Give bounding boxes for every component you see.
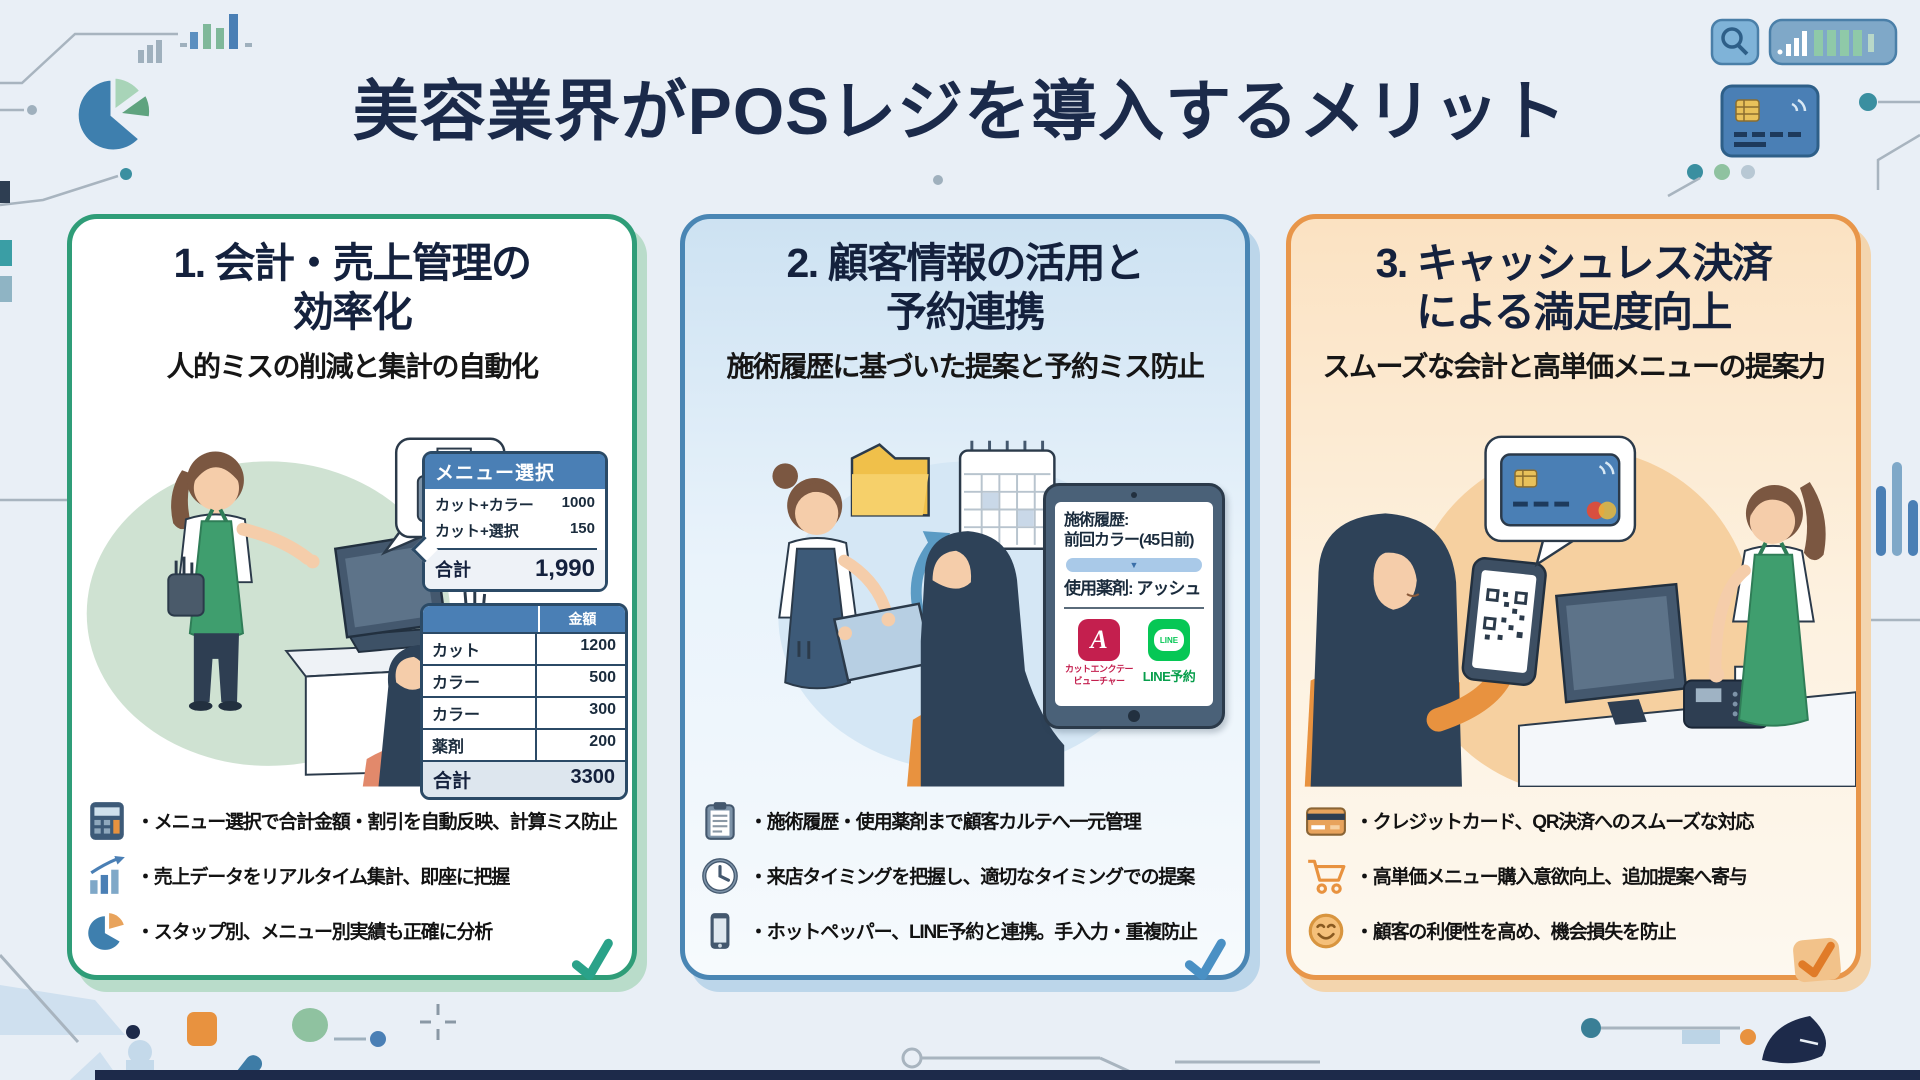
calculator-icon (90, 801, 124, 840)
customer-figure (907, 531, 1065, 787)
card2-title: 2. 顧客情報の活用と 予約連携 (786, 240, 1145, 336)
table-row: カット 1200 (423, 632, 625, 664)
menu-selection-popup: メニュー選択 カット+カラー 1000 カット+選択 150 合計 1,990 (422, 451, 608, 592)
card2-subtitle: 施術履歴に基づいた提案と予約ミス防止 (726, 351, 1205, 383)
tablet-screen: 施術履歴: 前回カラー(45日前) ▼ 使用薬剤: アッシュ A カットエンクテ… (1055, 502, 1213, 706)
credit-card-bubble (1484, 435, 1637, 568)
line-booking-app[interactable]: LINE LINE予約 (1134, 619, 1204, 685)
card3-subtitle: スムーズな会計と高単価メニューの提案力 (1322, 351, 1826, 383)
brushstroke-decoration (226, 1055, 263, 1080)
hotpepper-icon: A (1078, 619, 1120, 662)
card-cashless-payment: 3. キャッシュレス決済 による満足度向上 スムーズな会計と高単価メニューの提案… (1286, 214, 1861, 983)
sales-chart-icon (90, 855, 125, 894)
card-customer-data: 2. 顧客情報の活用と 予約連携 施術履歴に基づいた提案と予約ミス防止 (680, 214, 1250, 980)
stylist-figure (167, 451, 320, 711)
credit-card-icon (1306, 806, 1346, 836)
line-icon: LINE (1148, 619, 1190, 662)
card1-bullets: ・メニュー選択で合計金額・割引を自動反映、計算ミス防止 ・売上データをリアルタイ… (86, 793, 624, 958)
treatment-history-label: 施術履歴: (1064, 512, 1129, 529)
menu-popup-row: カット+選択 150 (425, 515, 605, 541)
pos-monitor (1554, 582, 1688, 725)
qr-code (1482, 588, 1529, 641)
table-row: カラー 500 (423, 664, 625, 696)
table-row: 薬剤 200 (423, 728, 625, 760)
tablet-camera-dot (1131, 492, 1137, 498)
card2-bullets: ・施術履歴・使用薬剤まで顧客カルテへ一元管理 ・来店タイミングを把握し、適切なタ… (699, 793, 1237, 958)
hotpepper-app[interactable]: A カットエンクテー ビューチャー (1064, 619, 1134, 687)
cart-icon (1308, 859, 1346, 894)
list-item: ・売上データをリアルタイム集計、即座に把握 (86, 848, 624, 903)
tool-pouch (167, 556, 205, 617)
card3-title: 3. キャッシュレス決済 による満足度向上 (1375, 240, 1773, 336)
card-accounting-efficiency: 1. 会計・売上管理の 効率化 人的ミスの削減と集計の自動化 (67, 214, 637, 980)
card3-scene (1304, 435, 1856, 787)
customer-record-tablet: 施術履歴: 前回カラー(45日前) ▼ 使用薬剤: アッシュ A カットエンクテ… (1043, 483, 1225, 729)
circuit-lines-bottom-right (901, 1026, 1740, 1080)
card1-title: 1. 会計・売上管理の 効率化 (173, 240, 532, 336)
smile-icon (1308, 913, 1344, 948)
last-color-value: 前回カラー(45日前) (1064, 532, 1194, 549)
corner-shape (0, 985, 125, 1035)
hotpepper-label: カットエンクテー ビューチャー (1064, 664, 1134, 686)
list-item: ・顧客の利便性を高め、機会損失を防止 (1305, 903, 1848, 958)
price-table-total: 合計 3300 (423, 760, 625, 797)
card1-illustration: メニュー選択 カット+カラー 1000 カット+選択 150 合計 1,990 (72, 425, 632, 800)
page-title: 美容業界がPOSレジを導入するメリット (352, 74, 1568, 148)
menu-popup-total: 合計 1,990 (425, 550, 605, 589)
bottom-bar (95, 1070, 1920, 1080)
dropdown-bar[interactable]: ▼ (1066, 558, 1202, 572)
list-item: ・メニュー選択で合計金額・割引を自動反映、計算ミス防止 (86, 793, 624, 848)
clock-icon (702, 857, 738, 894)
menu-popup-header: メニュー選択 (425, 454, 605, 489)
used-product-value: 使用薬剤: アッシュ (1064, 579, 1201, 598)
list-item: ・施術履歴・使用薬剤まで顧客カルテへ一元管理 (699, 793, 1237, 848)
table-row: カラー 300 (423, 696, 625, 728)
card1-subtitle: 人的ミスの削減と集計の自動化 (166, 351, 539, 383)
mini-bar-chart-colored (180, 14, 252, 49)
list-item: ・ホットペッパー、LINE予約と連携。手入力・重複防止 (699, 903, 1237, 958)
orange-square-decoration (187, 1012, 217, 1046)
check-badge (1793, 937, 1841, 983)
list-item: ・来店タイミングを把握し、適切なタイミングでの提案 (699, 848, 1237, 903)
card3-bullets: ・クレジットカード、QR決済へのスムーズな対応 ・高単価メニュー購入意欲向上、追… (1305, 793, 1848, 958)
smartphone-icon (710, 912, 730, 949)
chevron-down-icon: ▼ (1129, 560, 1139, 570)
price-table-header: 金額 (423, 606, 625, 632)
qr-phone (1461, 557, 1547, 686)
folder-icon (850, 443, 930, 517)
stylist-with-tablet-figure (772, 463, 935, 690)
pen-nib-decoration (1762, 1016, 1826, 1064)
check-badge (571, 938, 613, 980)
green-dot-decoration (292, 1008, 328, 1042)
calendar-icon (958, 440, 1056, 551)
equalizer-bars-decoration (1876, 462, 1918, 556)
clipboard-icon (705, 801, 735, 840)
customer-with-phone-figure (1304, 513, 1517, 787)
pie-chart-icon (88, 912, 124, 950)
plus-sparkle-bottom (420, 1004, 456, 1040)
price-breakdown-table: 金額 カット 1200 カラー 500 カラー 300 薬剤 200 (420, 603, 628, 800)
edge-square-blue (0, 276, 12, 302)
line-booking-label: LINE予約 (1142, 669, 1196, 685)
menu-popup-row: カット+カラー 1000 (425, 489, 605, 515)
staff-figure (1708, 481, 1826, 727)
edge-square-navy (0, 181, 10, 203)
edge-square-teal (0, 240, 12, 266)
card3-illustration (1291, 425, 1856, 793)
list-item: ・高単価メニュー購入意欲向上、追加提案へ寄与 (1305, 848, 1848, 903)
tablet-home-button (1128, 710, 1140, 722)
check-badge (1184, 938, 1226, 980)
list-item: ・クレジットカード、QR決済へのスムーズな対応 (1305, 793, 1848, 848)
list-item: ・スタップ別、メニュー別実績も正確に分析 (86, 903, 624, 958)
card2-illustration: 施術履歴: 前回カラー(45日前) ▼ 使用薬剤: アッシュ A カットエンクテ… (685, 425, 1245, 793)
